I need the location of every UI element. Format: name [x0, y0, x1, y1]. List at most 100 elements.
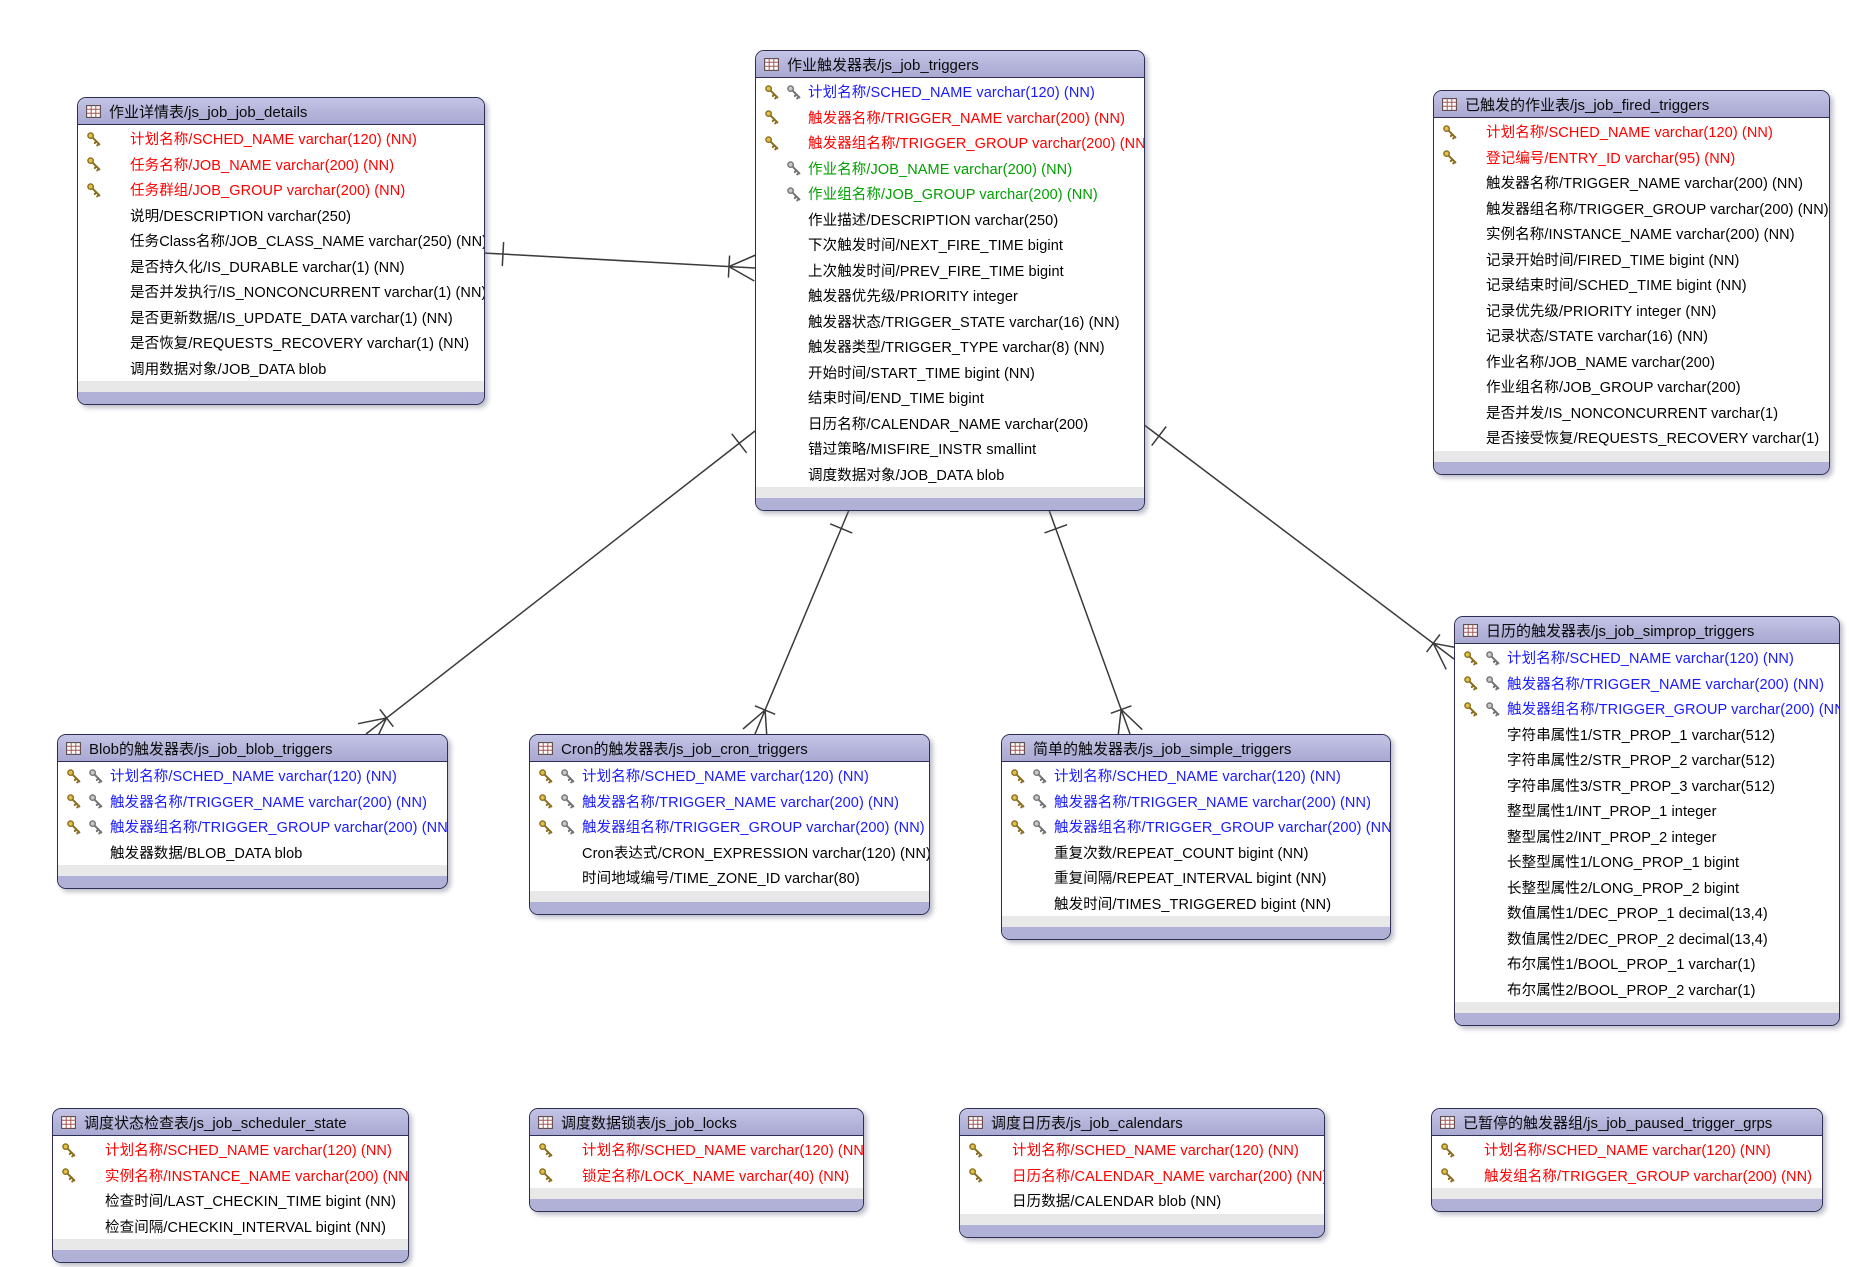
table-header[interactable]: 作业详情表/js_job_job_details — [78, 98, 484, 125]
field-row[interactable]: 重复次数/REPEAT_COUNT bigint (NN) — [1002, 840, 1390, 866]
field-row[interactable]: 计划名称/SCHED_NAME varchar(120) (NN) — [53, 1137, 408, 1163]
field-row[interactable]: 实例名称/INSTANCE_NAME varchar(200) (NN) — [53, 1163, 408, 1189]
field-row[interactable]: 日历数据/CALENDAR blob (NN) — [960, 1188, 1324, 1214]
table-header[interactable]: 已触发的作业表/js_job_fired_triggers — [1434, 91, 1829, 118]
entity-table-js_job_scheduler_state[interactable]: 调度状态检查表/js_job_scheduler_state 计划名称/SCHE… — [52, 1108, 409, 1263]
field-row[interactable]: 计划名称/SCHED_NAME varchar(120) (NN) — [960, 1137, 1324, 1163]
field-row[interactable]: 触发器组名称/TRIGGER_GROUP varchar(200) (NN) — [530, 814, 929, 840]
field-row[interactable]: 重复间隔/REPEAT_INTERVAL bigint (NN) — [1002, 865, 1390, 891]
field-row[interactable]: 触发器组名称/TRIGGER_GROUP varchar(200) (NN) — [756, 130, 1144, 156]
relationship-line-js_job_triggers-to-js_job_cron_triggers[interactable] — [742, 509, 853, 740]
field-row[interactable]: 触发器名称/TRIGGER_NAME varchar(200) (NN) — [756, 105, 1144, 131]
field-row[interactable]: 触发时间/TIMES_TRIGGERED bigint (NN) — [1002, 891, 1390, 917]
field-row[interactable]: 计划名称/SCHED_NAME varchar(120) (NN) — [530, 1137, 863, 1163]
field-row[interactable]: Cron表达式/CRON_EXPRESSION varchar(120) (NN… — [530, 840, 929, 866]
field-row[interactable]: 实例名称/INSTANCE_NAME varchar(200) (NN) — [1434, 221, 1829, 247]
field-row[interactable]: 布尔属性1/BOOL_PROP_1 varchar(1) — [1455, 951, 1839, 977]
field-row[interactable]: 记录状态/STATE varchar(16) (NN) — [1434, 323, 1829, 349]
field-row[interactable]: 作业组名称/JOB_GROUP varchar(200) — [1434, 374, 1829, 400]
field-row[interactable]: 记录开始时间/FIRED_TIME bigint (NN) — [1434, 247, 1829, 273]
entity-table-js_job_simprop_triggers[interactable]: 日历的触发器表/js_job_simprop_triggers 计划名称/SCH… — [1454, 616, 1840, 1026]
field-row[interactable]: 作业名称/JOB_NAME varchar(200) — [1434, 349, 1829, 375]
field-row[interactable]: 整型属性1/INT_PROP_1 integer — [1455, 798, 1839, 824]
entity-table-js_job_locks[interactable]: 调度数据锁表/js_job_locks 计划名称/SCHED_NAME varc… — [529, 1108, 864, 1212]
field-row[interactable]: 锁定名称/LOCK_NAME varchar(40) (NN) — [530, 1163, 863, 1189]
field-row[interactable]: 触发器名称/TRIGGER_NAME varchar(200) (NN) — [1455, 671, 1839, 697]
field-row[interactable]: 任务群组/JOB_GROUP varchar(200) (NN) — [78, 177, 484, 203]
field-row[interactable]: 触发器名称/TRIGGER_NAME varchar(200) (NN) — [1002, 789, 1390, 815]
field-row[interactable]: 触发器组名称/TRIGGER_GROUP varchar(200) (NN) — [1455, 696, 1839, 722]
table-header[interactable]: Blob的触发器表/js_job_blob_triggers — [58, 735, 447, 762]
field-row[interactable]: 结束时间/END_TIME bigint — [756, 385, 1144, 411]
entity-table-js_job_triggers[interactable]: 作业触发器表/js_job_triggers 计划名称/SCHED_NAME v… — [755, 50, 1145, 511]
entity-table-js_job_simple_triggers[interactable]: 简单的触发器表/js_job_simple_triggers 计划名称/SCHE… — [1001, 734, 1391, 940]
field-row[interactable]: 开始时间/START_TIME bigint (NN) — [756, 360, 1144, 386]
field-row[interactable]: 是否接受恢复/REQUESTS_RECOVERY varchar(1) — [1434, 425, 1829, 451]
field-row[interactable]: 触发器优先级/PRIORITY integer — [756, 283, 1144, 309]
field-row[interactable]: 计划名称/SCHED_NAME varchar(120) (NN) — [58, 763, 447, 789]
field-row[interactable]: 是否并发执行/IS_NONCONCURRENT varchar(1) (NN) — [78, 279, 484, 305]
field-row[interactable]: 触发器组名称/TRIGGER_GROUP varchar(200) (NN) — [58, 814, 447, 840]
field-row[interactable]: 计划名称/SCHED_NAME varchar(120) (NN) — [530, 763, 929, 789]
field-row[interactable]: 是否持久化/IS_DURABLE varchar(1) (NN) — [78, 254, 484, 280]
field-row[interactable]: 计划名称/SCHED_NAME varchar(120) (NN) — [1434, 119, 1829, 145]
relationship-line-js_job_triggers-to-js_job_blob_triggers[interactable] — [357, 430, 756, 745]
field-row[interactable]: 字符串属性2/STR_PROP_2 varchar(512) — [1455, 747, 1839, 773]
relationship-line-js_job_triggers-to-js_job_simprop_triggers[interactable] — [1142, 423, 1462, 670]
field-row[interactable]: 字符串属性1/STR_PROP_1 varchar(512) — [1455, 722, 1839, 748]
field-row[interactable]: 说明/DESCRIPTION varchar(250) — [78, 203, 484, 229]
relationship-line-js_job_triggers-to-js_job_simple_triggers[interactable] — [1044, 509, 1143, 739]
field-row[interactable]: 触发器组名称/TRIGGER_GROUP varchar(200) (NN) — [1002, 814, 1390, 840]
field-row[interactable]: 时间地域编号/TIME_ZONE_ID varchar(80) — [530, 865, 929, 891]
table-header[interactable]: 日历的触发器表/js_job_simprop_triggers — [1455, 617, 1839, 644]
field-row[interactable]: 任务Class名称/JOB_CLASS_NAME varchar(250) (N… — [78, 228, 484, 254]
field-row[interactable]: 触发器类型/TRIGGER_TYPE varchar(8) (NN) — [756, 334, 1144, 360]
field-row[interactable]: 触发器名称/TRIGGER_NAME varchar(200) (NN) — [58, 789, 447, 815]
field-row[interactable]: 计划名称/SCHED_NAME varchar(120) (NN) — [1002, 763, 1390, 789]
table-header[interactable]: Cron的触发器表/js_job_cron_triggers — [530, 735, 929, 762]
field-row[interactable]: 触发器名称/TRIGGER_NAME varchar(200) (NN) — [1434, 170, 1829, 196]
relationship-line-js_job_job_details-to-js_job_triggers[interactable] — [482, 242, 756, 282]
field-row[interactable]: 触发器状态/TRIGGER_STATE varchar(16) (NN) — [756, 309, 1144, 335]
field-row[interactable]: 计划名称/SCHED_NAME varchar(120) (NN) — [78, 126, 484, 152]
field-row[interactable]: 检查时间/LAST_CHECKIN_TIME bigint (NN) — [53, 1188, 408, 1214]
field-row[interactable]: 布尔属性2/BOOL_PROP_2 varchar(1) — [1455, 977, 1839, 1003]
field-row[interactable]: 长整型属性1/LONG_PROP_1 bigint — [1455, 849, 1839, 875]
field-row[interactable]: 记录优先级/PRIORITY integer (NN) — [1434, 298, 1829, 324]
table-header[interactable]: 已暂停的触发器组/js_job_paused_trigger_grps — [1432, 1109, 1822, 1136]
field-row[interactable]: 触发器组名称/TRIGGER_GROUP varchar(200) (NN) — [1434, 196, 1829, 222]
field-row[interactable]: 数值属性2/DEC_PROP_2 decimal(13,4) — [1455, 926, 1839, 952]
field-row[interactable]: 触发器名称/TRIGGER_NAME varchar(200) (NN) — [530, 789, 929, 815]
field-row[interactable]: 调度数据对象/JOB_DATA blob — [756, 462, 1144, 488]
field-row[interactable]: 检查间隔/CHECKIN_INTERVAL bigint (NN) — [53, 1214, 408, 1240]
field-row[interactable]: 作业描述/DESCRIPTION varchar(250) — [756, 207, 1144, 233]
table-header[interactable]: 调度状态检查表/js_job_scheduler_state — [53, 1109, 408, 1136]
field-row[interactable]: 长整型属性2/LONG_PROP_2 bigint — [1455, 875, 1839, 901]
table-header[interactable]: 调度数据锁表/js_job_locks — [530, 1109, 863, 1136]
field-row[interactable]: 计划名称/SCHED_NAME varchar(120) (NN) — [756, 79, 1144, 105]
field-row[interactable]: 触发器数据/BLOB_DATA blob — [58, 840, 447, 866]
entity-table-js_job_job_details[interactable]: 作业详情表/js_job_job_details 计划名称/SCHED_NAME… — [77, 97, 485, 405]
table-header[interactable]: 简单的触发器表/js_job_simple_triggers — [1002, 735, 1390, 762]
entity-table-js_job_blob_triggers[interactable]: Blob的触发器表/js_job_blob_triggers 计划名称/SCHE… — [57, 734, 448, 889]
field-row[interactable]: 是否并发/IS_NONCONCURRENT varchar(1) — [1434, 400, 1829, 426]
field-row[interactable]: 记录结束时间/SCHED_TIME bigint (NN) — [1434, 272, 1829, 298]
field-row[interactable]: 数值属性1/DEC_PROP_1 decimal(13,4) — [1455, 900, 1839, 926]
entity-table-js_job_paused_trigger_grps[interactable]: 已暂停的触发器组/js_job_paused_trigger_grps 计划名称… — [1431, 1108, 1823, 1212]
field-row[interactable]: 计划名称/SCHED_NAME varchar(120) (NN) — [1455, 645, 1839, 671]
field-row[interactable]: 日历名称/CALENDAR_NAME varchar(200) — [756, 411, 1144, 437]
field-row[interactable]: 是否恢复/REQUESTS_RECOVERY varchar(1) (NN) — [78, 330, 484, 356]
table-header[interactable]: 调度日历表/js_job_calendars — [960, 1109, 1324, 1136]
field-row[interactable]: 整型属性2/INT_PROP_2 integer — [1455, 824, 1839, 850]
entity-table-js_job_calendars[interactable]: 调度日历表/js_job_calendars 计划名称/SCHED_NAME v… — [959, 1108, 1325, 1238]
field-row[interactable]: 是否更新数据/IS_UPDATE_DATA varchar(1) (NN) — [78, 305, 484, 331]
field-row[interactable]: 上次触发时间/PREV_FIRE_TIME bigint — [756, 258, 1144, 284]
field-row[interactable]: 作业名称/JOB_NAME varchar(200) (NN) — [756, 156, 1144, 182]
field-row[interactable]: 字符串属性3/STR_PROP_3 varchar(512) — [1455, 773, 1839, 799]
field-row[interactable]: 下次触发时间/NEXT_FIRE_TIME bigint — [756, 232, 1144, 258]
entity-table-js_job_cron_triggers[interactable]: Cron的触发器表/js_job_cron_triggers 计划名称/SCHE… — [529, 734, 930, 915]
field-row[interactable]: 计划名称/SCHED_NAME varchar(120) (NN) — [1432, 1137, 1822, 1163]
entity-table-js_job_fired_triggers[interactable]: 已触发的作业表/js_job_fired_triggers 计划名称/SCHED… — [1433, 90, 1830, 475]
field-row[interactable]: 错过策略/MISFIRE_INSTR smallint — [756, 436, 1144, 462]
field-row[interactable]: 日历名称/CALENDAR_NAME varchar(200) (NN) — [960, 1163, 1324, 1189]
